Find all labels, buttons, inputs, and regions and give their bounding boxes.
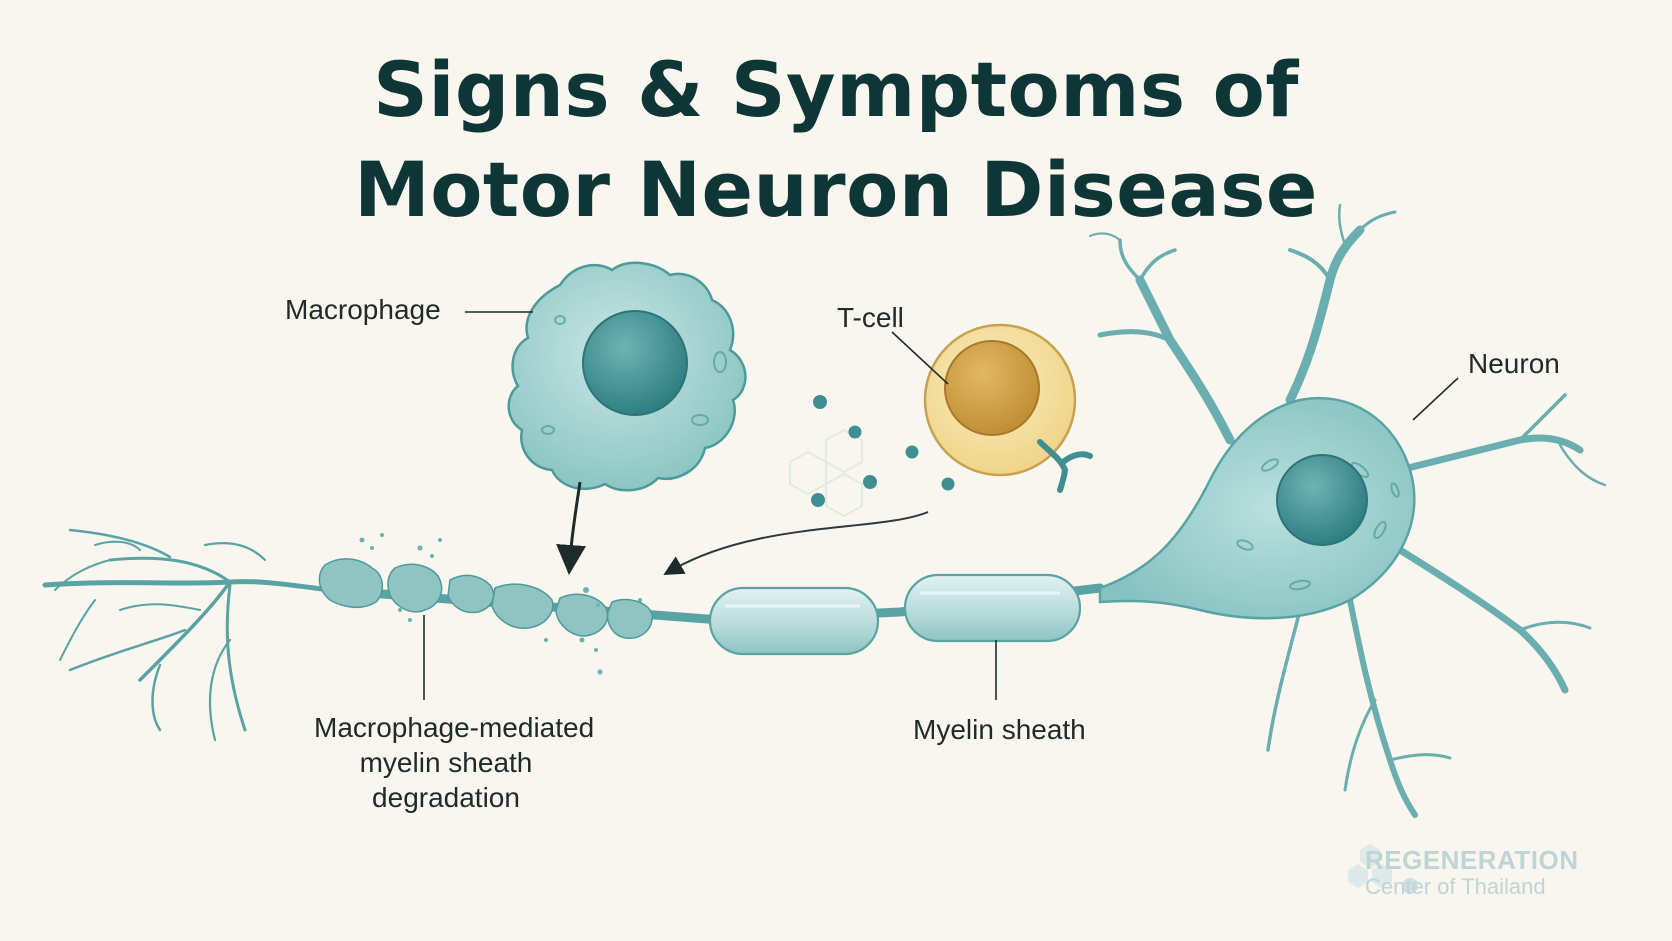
macrophage-attack-arrow bbox=[556, 481, 587, 575]
neuron-nucleus bbox=[1276, 454, 1368, 546]
label-myelin-sheath: Myelin sheath bbox=[913, 714, 1086, 745]
degraded-myelin-fragments bbox=[318, 558, 653, 639]
debris-particles bbox=[359, 533, 642, 675]
label-degradation-line-2: myelin sheath bbox=[359, 747, 533, 778]
brand-name: REGENERATION bbox=[1365, 845, 1579, 875]
neuron-dendrites bbox=[1088, 203, 1607, 818]
label-macrophage: Macrophage bbox=[285, 294, 441, 325]
label-neuron: Neuron bbox=[1468, 348, 1560, 379]
diagram-title: Signs & Symptoms of Motor Neuron Disease bbox=[0, 40, 1672, 240]
t-cell-receptor bbox=[1037, 439, 1093, 493]
label-myelin-degradation: Macrophage-mediated myelin sheath degrad… bbox=[314, 710, 595, 815]
label-degradation-line-3: degradation bbox=[372, 782, 520, 813]
t-cell-nucleus bbox=[944, 340, 1040, 436]
brand-watermark: REGENERATION Center of Thailand bbox=[1365, 846, 1579, 900]
title-line-1: Signs & Symptoms of bbox=[373, 45, 1299, 134]
macrophage-nucleus bbox=[582, 310, 688, 416]
neuron-soma bbox=[1098, 396, 1416, 620]
brand-logo-icon bbox=[1348, 844, 1418, 894]
macrophage-vesicles bbox=[541, 315, 727, 435]
cytokine-particles bbox=[811, 395, 955, 507]
axon-terminal-branches bbox=[42, 528, 333, 742]
t-cell-signal-arrow bbox=[663, 511, 929, 575]
label-degradation-line-1: Macrophage-mediated bbox=[314, 712, 595, 743]
hexagon-watermark bbox=[789, 428, 863, 518]
brand-subtitle: Center of Thailand bbox=[1365, 874, 1546, 899]
label-t-cell: T-cell bbox=[837, 302, 904, 333]
title-line-2: Motor Neuron Disease bbox=[354, 145, 1318, 234]
myelin-sheath-segments bbox=[708, 573, 1082, 656]
leader-lines bbox=[423, 311, 1459, 700]
